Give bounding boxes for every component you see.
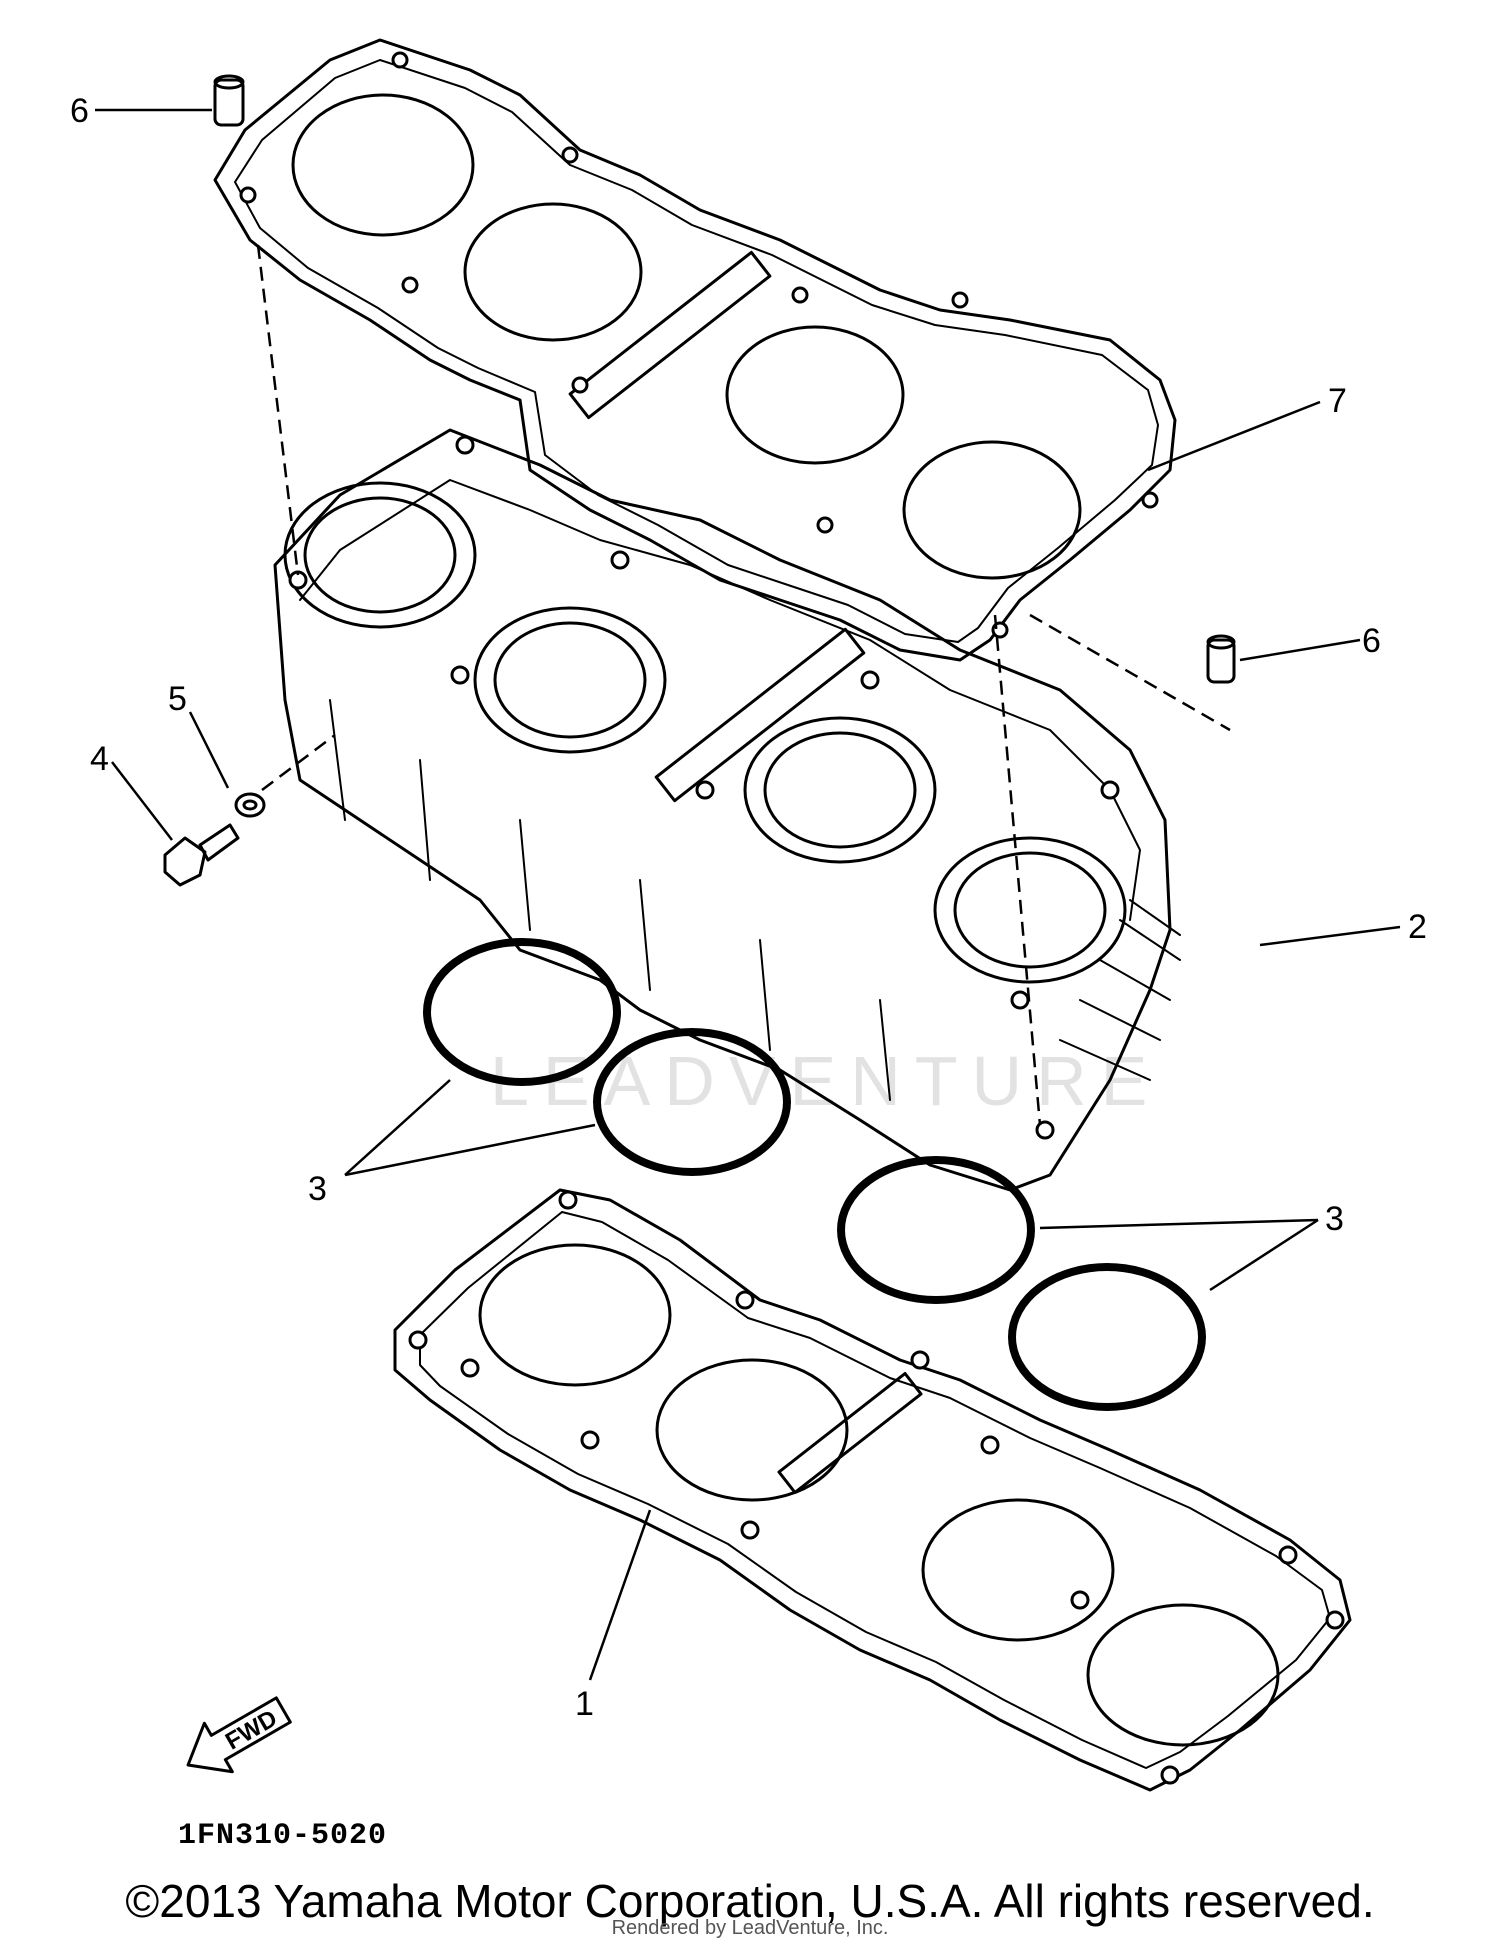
callout-7: 7 <box>1328 382 1347 420</box>
callout-6-right: 6 <box>1362 622 1381 660</box>
washer <box>234 792 266 818</box>
o-ring <box>423 938 621 1086</box>
callout-2: 2 <box>1408 908 1427 946</box>
part-code: 1FN310-5020 <box>178 1819 387 1853</box>
o-rings <box>423 938 1206 1411</box>
leader-lines <box>95 108 1401 1681</box>
bolt <box>163 823 240 887</box>
gasket-bolt-holes <box>239 51 1159 639</box>
copyright-notice: ©2013 Yamaha Motor Corporation, U.S.A. A… <box>125 1875 1375 1927</box>
head-gasket-top <box>213 38 1177 662</box>
block-bolt-holes <box>288 435 1120 1140</box>
callout-1: 1 <box>575 1685 594 1723</box>
fwd-arrow-icon: FWD <box>186 1696 292 1774</box>
callout-3-right: 3 <box>1325 1200 1344 1238</box>
base-gasket-bolt-holes <box>408 1190 1345 1785</box>
callout-labels: 1 2 3 3 4 5 6 6 7 <box>70 92 1427 1723</box>
callout-3-left: 3 <box>308 1170 327 1208</box>
o-ring <box>593 1028 791 1176</box>
callout-5: 5 <box>168 680 187 718</box>
dowel-pin-right <box>1206 634 1236 684</box>
dowel-pin-top <box>213 74 245 127</box>
cylinder-fins <box>329 699 1181 1101</box>
o-ring <box>1008 1263 1206 1411</box>
cylinder-block <box>273 428 1181 1192</box>
rendered-by-credit: Rendered by LeadVenture, Inc. <box>611 1917 889 1939</box>
o-ring <box>837 1156 1035 1304</box>
alignment-lines <box>256 244 1231 1126</box>
base-gasket-bottom <box>393 1188 1352 1792</box>
watermark: LEADVENTURE <box>490 1042 1161 1120</box>
callout-4: 4 <box>90 740 109 778</box>
callout-6-top: 6 <box>70 92 89 130</box>
